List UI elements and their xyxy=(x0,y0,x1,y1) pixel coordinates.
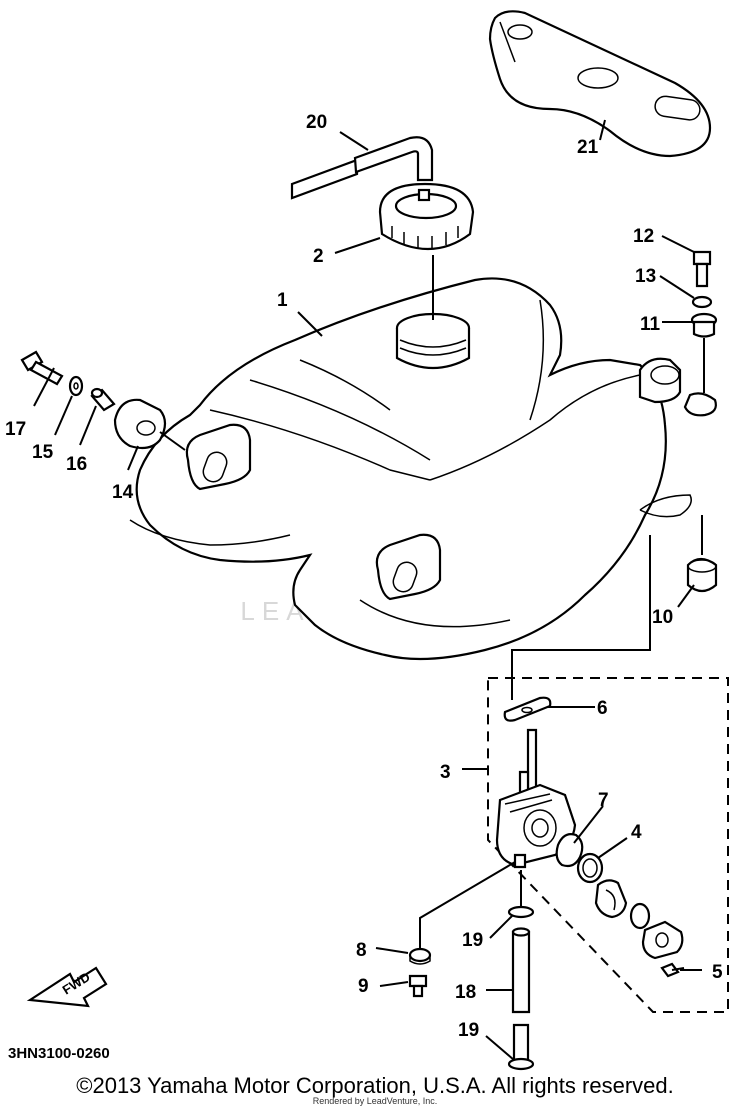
part-8-washer xyxy=(408,947,432,965)
part-15-washer xyxy=(68,375,84,397)
part-3-fuel-cock xyxy=(495,728,577,869)
diagram-code: 3HN3100-0260 xyxy=(8,1045,110,1062)
callout-19-upper: 19 xyxy=(462,930,483,951)
part-9-bolt xyxy=(408,974,428,998)
part-19-clip-lower xyxy=(507,1023,535,1071)
callout-6: 6 xyxy=(597,698,608,719)
callout-16: 16 xyxy=(66,454,87,475)
part-1-fuel-tank xyxy=(129,277,717,661)
copyright-text: ©2013 Yamaha Motor Corporation, U.S.A. A… xyxy=(76,1073,674,1098)
callout-4: 4 xyxy=(631,822,642,843)
callout-2: 2 xyxy=(313,246,324,267)
callout-15: 15 xyxy=(32,442,54,463)
callout-8: 8 xyxy=(356,940,367,961)
callout-13: 13 xyxy=(635,266,656,287)
part-10-grommet xyxy=(686,557,718,593)
part-17-bolt xyxy=(20,350,64,386)
callout-19-lower: 19 xyxy=(458,1020,479,1041)
part-21-plate xyxy=(488,10,712,158)
part-6-gasket xyxy=(503,696,552,722)
part-19-clip-upper xyxy=(507,905,535,919)
callout-7: 7 xyxy=(598,790,609,811)
part-12-bolt xyxy=(692,250,712,288)
fwd-arrow: FWD xyxy=(26,966,108,1008)
callout-labels: 1 2 3 4 5 6 7 8 9 10 11 12 13 14 15 16 1… xyxy=(5,112,723,1041)
callout-20: 20 xyxy=(306,112,327,133)
part-18-pipe xyxy=(511,927,531,1014)
part-20-hose xyxy=(290,136,434,200)
callout-21: 21 xyxy=(577,137,599,158)
rendered-by-text: Rendered by LeadVenture, Inc. xyxy=(312,1096,438,1106)
callout-12: 12 xyxy=(633,226,654,247)
callout-1: 1 xyxy=(277,290,288,311)
callout-9: 9 xyxy=(358,976,369,997)
callout-10: 10 xyxy=(652,607,673,628)
part-2-cap xyxy=(378,182,475,250)
callout-11: 11 xyxy=(640,314,661,335)
callout-14: 14 xyxy=(112,482,134,503)
part-14-grommet xyxy=(113,398,167,450)
callout-17: 17 xyxy=(5,419,26,440)
part-16-collar xyxy=(90,387,116,412)
callout-18: 18 xyxy=(455,982,476,1003)
part-13-washer xyxy=(691,295,713,309)
callout-3: 3 xyxy=(440,762,451,783)
part-4-oring xyxy=(576,852,604,884)
callout-leaders xyxy=(33,119,702,1061)
lever-assembly xyxy=(594,879,684,960)
callout-5: 5 xyxy=(712,962,723,983)
part-5-screw xyxy=(660,962,685,978)
part-11-collar xyxy=(690,312,718,338)
